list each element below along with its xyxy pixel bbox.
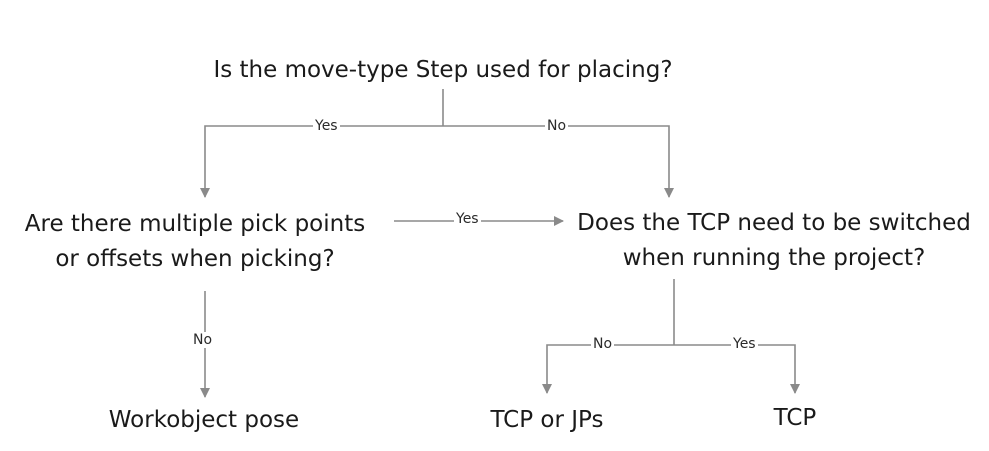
connector-tcp-no — [542, 344, 674, 394]
node-tcp-switch-line2: when running the project? — [622, 245, 926, 271]
edge-label-tcp-yes: Yes — [731, 336, 758, 352]
connector-tcp-yes — [674, 344, 800, 394]
node-tcp-text: TCP — [773, 405, 817, 431]
connector-step-yes — [200, 125, 443, 198]
node-workobject-result: Workobject pose — [64, 403, 344, 438]
node-tcp-or-jps-text: TCP or JPs — [490, 407, 604, 433]
edge-label-multi-no: No — [191, 332, 215, 348]
node-tcp-result: TCP — [735, 401, 855, 436]
node-workobject-text: Workobject pose — [108, 407, 300, 433]
node-step-placing-text: Is the move-type Step used for placing? — [213, 57, 673, 83]
edge-label-multi-yes: Yes — [454, 211, 481, 227]
node-multiple-picks-line1: Are there multiple pick points — [24, 211, 366, 237]
edge-label-tcp-no: No — [591, 336, 615, 352]
edge-label-step-yes: Yes — [313, 118, 340, 134]
node-tcp-switch-line1: Does the TCP need to be switched — [577, 210, 971, 236]
connector-step-no — [443, 125, 674, 198]
node-step-placing-question: Is the move-type Step used for placing? — [143, 53, 743, 88]
node-tcp-switch-question: Does the TCP need to be switched when ru… — [564, 206, 984, 276]
edge-label-step-no: No — [545, 118, 569, 134]
node-multiple-picks-line2: or offsets when picking? — [55, 246, 335, 272]
node-tcp-or-jps-result: TCP or JPs — [447, 403, 647, 438]
node-multiple-picks-question: Are there multiple pick points or offset… — [0, 207, 390, 277]
